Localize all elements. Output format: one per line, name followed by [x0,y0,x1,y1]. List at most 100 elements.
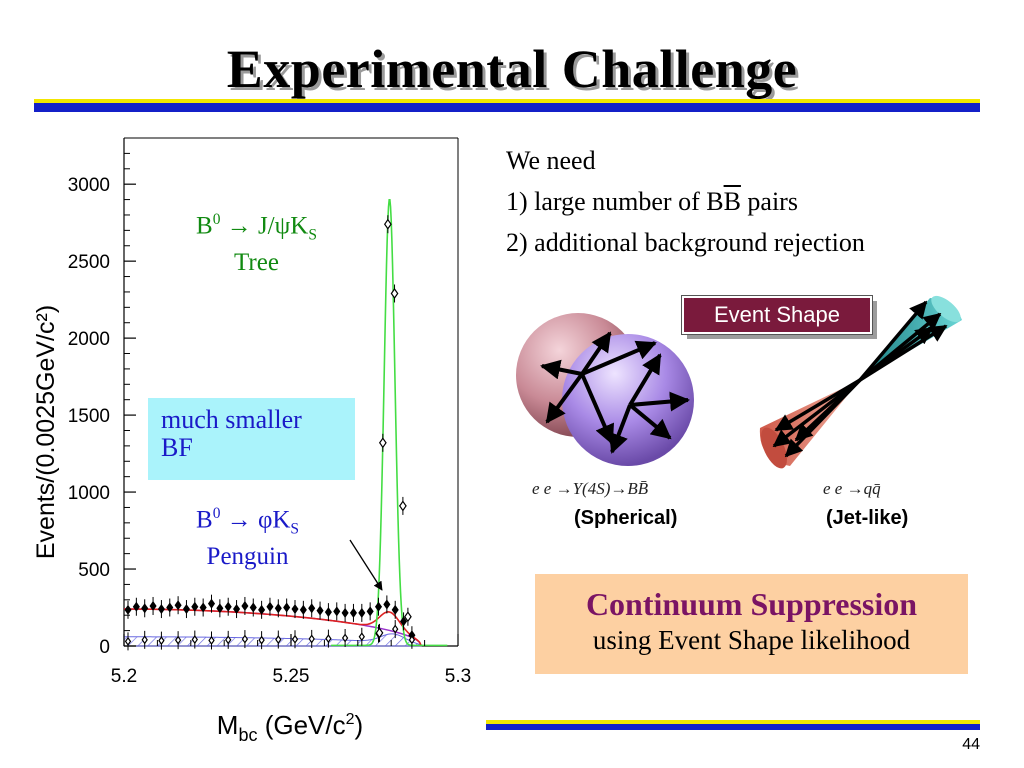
phik-point-18 [274,603,282,614]
hatched-point-2 [158,636,165,646]
penguin-pointer-arrow [349,539,383,591]
phik-point-7 [182,604,190,615]
requirement-1: 1) large number of BB pairs [506,181,865,222]
x-axis-label: Mbc (GeV/c2) [217,710,363,745]
requirement-1-suffix: pairs [740,187,798,216]
phik-fit-curve [124,608,422,647]
hatched-point-0 [124,636,132,646]
hatched-background-area [123,633,422,647]
jetlike-caption: (Jet-like) [826,507,909,529]
phik-point-9 [199,602,207,613]
y-tick-label-6: 3000 [68,175,110,196]
phik-point-24 [324,607,332,618]
phik-point-27 [349,607,357,618]
hatched-point-16 [392,624,399,634]
footer-divider-yellow [486,720,980,724]
y-tick-label-4: 2000 [68,329,110,350]
tree-decay-annotation: B0 → J/ψKS Tree [196,206,317,277]
hatched-point-14 [358,632,365,642]
hatched-point-11 [308,634,315,644]
spherical-caption: (Spherical) [574,507,678,529]
title-divider-blue [34,103,980,112]
phik-point-33 [400,616,408,627]
phik-point-5 [166,602,174,613]
hatched-point-4 [191,634,198,645]
hatched-point-5 [208,635,215,646]
y-tick-label-5: 2500 [68,252,110,273]
tree-decay-arrow: → J/ψK [220,212,309,240]
jpsi-point-0 [375,627,384,639]
tree-ks-sub: S [308,226,317,244]
x-axis-label-unit: (GeV/c [257,710,345,740]
spherical-process-formula: e e →Υ(4S)→BB̄ [532,479,649,498]
hatched-point-13 [341,633,349,643]
slide-title: Experimental Challenge [226,39,798,99]
bf-line1: much smaller [161,405,302,434]
hatched-point-9 [275,634,282,645]
jet-cone-upper-cap [931,295,961,323]
phik-point-32 [391,604,399,615]
event-shape-badge: Event Shape [681,295,873,335]
chart-marks [123,199,448,651]
event-shape-illustration [516,295,962,469]
hatched-point-17 [408,635,416,645]
phik-point-17 [266,601,274,612]
penguin-b-sup: 0 [212,505,221,522]
y-tick-label-2: 1000 [68,483,110,504]
penguin-decay-arrow: → φK [220,506,291,534]
penguin-decay-formula: B0 → φKS [196,500,299,543]
phik-point-15 [249,602,257,613]
y-axis-label: Events/(0.0025GeV/c²) [32,305,60,559]
page-number: 44 [962,736,980,753]
phik-point-1 [132,601,140,612]
jet-tracks [772,300,948,458]
phik-point-16 [258,604,266,615]
requirement-1-prefix: 1) large number of B [506,187,724,216]
jpsi-point-3 [390,287,399,300]
hatched-point-1 [141,635,148,645]
penguin-ks-sub: S [290,520,300,538]
x-tick-label-0: 5.2 [111,666,137,687]
phik-point-3 [149,600,157,612]
jpsi-point-2 [383,218,392,230]
phik-point-10 [207,598,216,609]
phik-point-28 [358,607,366,618]
jpsi-point-1 [378,437,387,449]
tree-decay-formula: B0 → J/ψKS [196,206,317,249]
penguin-decay-annotation: B0 → φKS Penguin [196,500,299,571]
hatched-point-3 [174,635,182,645]
jpsi-point-4 [399,500,407,512]
chart-labels: Events/(0.0025GeV/c²) Mbc (GeV/c2) [32,305,383,745]
hatched-point-6 [225,635,232,645]
x-tick-label-2: 5.3 [445,666,471,687]
phik-point-20 [291,604,299,615]
phik-point-2 [141,603,149,614]
phik-point-22 [308,603,316,614]
x-axis-label-main: M [217,710,239,740]
x-axis-label-sub: bc [238,725,257,745]
hatched-point-12 [325,634,332,644]
bf-line2: BF [161,433,193,462]
phik-point-19 [283,602,291,613]
phik-point-25 [333,606,341,617]
continuum-suppression-box: Continuum Suppression using Event Shape … [535,574,968,674]
tree-label: Tree [234,249,279,277]
phik-point-21 [299,604,307,615]
tree-b-label: B [196,212,213,240]
jet-cone-lower-cap [761,427,787,469]
requirement-1-bbar: B [723,187,741,216]
jpsi-point-5 [404,611,412,623]
spherical-tracks [540,331,690,454]
requirements-heading: We need [506,146,596,175]
hatched-point-7 [241,634,249,644]
smaller-bf-box: much smaller BF [148,398,355,480]
y-tick-label-1: 500 [78,560,110,581]
phik-point-31 [383,599,391,610]
x-tick-label-1: 5.25 [273,666,310,687]
phik-point-29 [366,606,374,617]
hatched-point-10 [291,634,299,644]
x-axis-label-unit-sup: 2 [346,711,355,728]
requirement-2: 2) additional background rejection [506,228,865,257]
